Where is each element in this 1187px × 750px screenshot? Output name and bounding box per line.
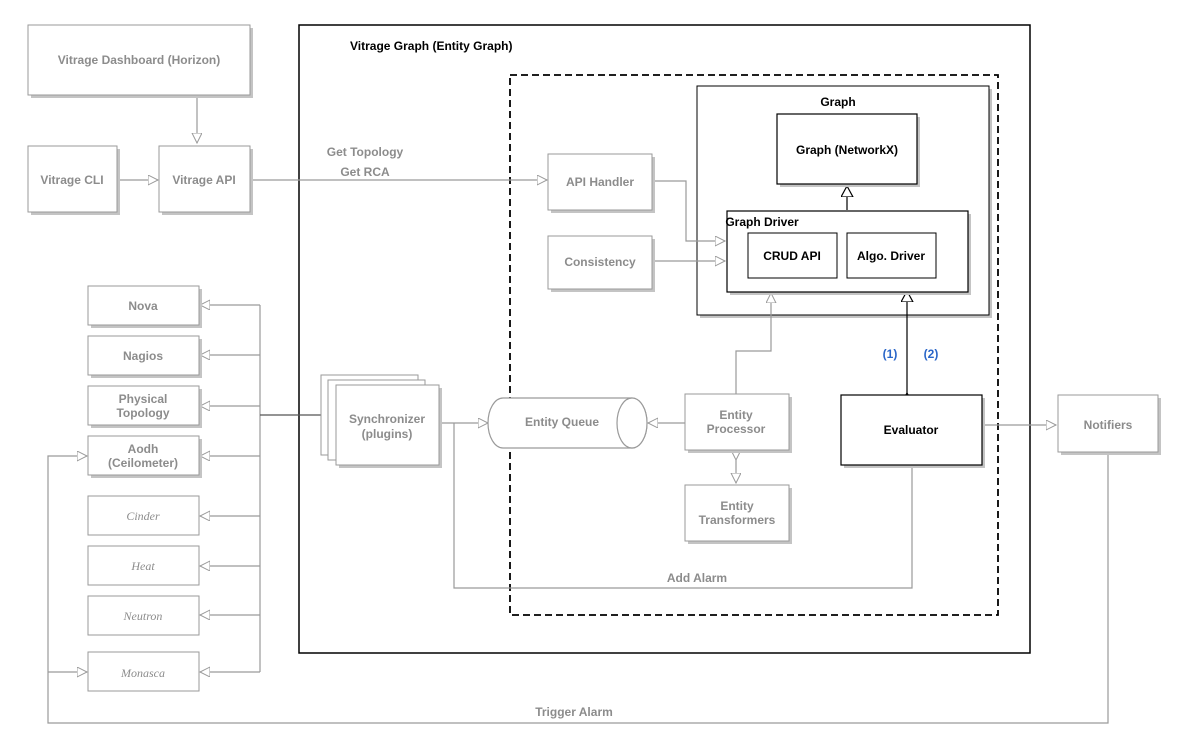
svg-text:(Ceilometer): (Ceilometer): [108, 456, 178, 470]
svg-text:Heat: Heat: [130, 559, 155, 573]
get-topology-label: Get Topology: [327, 145, 404, 159]
connector-apihandler-driver: [652, 180, 725, 241]
svg-text:Vitrage Dashboard (Horizon): Vitrage Dashboard (Horizon): [58, 53, 220, 67]
connector-trigger-alarm-aodh: [47, 455, 1109, 724]
vitrage-api-box: Vitrage API: [158, 145, 253, 215]
entity-queue-cylinder: Entity Queue: [487, 397, 648, 449]
notifiers-box: Notifiers: [1057, 394, 1161, 455]
crud-api-box: CRUD API: [747, 232, 838, 279]
algo-driver-box: Algo. Driver: [846, 232, 937, 279]
svg-text:Vitrage API: Vitrage API: [172, 173, 235, 187]
svg-text:Algo. Driver: Algo. Driver: [857, 249, 925, 263]
api-handler-box: API Handler: [547, 153, 655, 213]
svg-text:Cinder: Cinder: [126, 509, 160, 523]
svg-text:Graph (NetworkX): Graph (NetworkX): [796, 143, 898, 157]
datasource-nagios: Nagios: [87, 335, 202, 378]
entity-transformers-box: Entity Transformers: [684, 484, 792, 544]
entity-processor-box: Entity Processor: [684, 393, 792, 453]
datasource-monasca: Monasca: [87, 651, 200, 692]
svg-text:Synchronizer: Synchronizer: [349, 412, 425, 426]
datasource-neutron: Neutron: [87, 595, 200, 636]
vitrage-dashboard-box: Vitrage Dashboard (Horizon): [27, 24, 253, 98]
consistency-box: Consistency: [547, 235, 655, 292]
processor-dashed-boundary: [509, 74, 999, 616]
svg-text:CRUD API: CRUD API: [763, 249, 821, 263]
svg-text:Entity: Entity: [719, 408, 753, 422]
svg-text:Evaluator: Evaluator: [884, 423, 939, 437]
svg-text:Processor: Processor: [707, 422, 766, 436]
step-1-label: (1): [883, 347, 898, 361]
svg-text:(plugins): (plugins): [362, 427, 413, 441]
graph-title: Graph: [820, 95, 855, 109]
datasource-cinder: Cinder: [87, 495, 200, 536]
svg-text:Neutron: Neutron: [123, 609, 163, 623]
get-rca-label: Get RCA: [340, 165, 390, 179]
connectors: [47, 97, 1109, 724]
synchronizer-box: Synchronizer (plugins): [320, 374, 442, 468]
add-alarm-label: Add Alarm: [667, 571, 727, 585]
graph-driver-title: Graph Driver: [725, 215, 799, 229]
trigger-alarm-label: Trigger Alarm: [535, 705, 613, 719]
svg-text:Transformers: Transformers: [699, 513, 776, 527]
entity-graph-title: Vitrage Graph (Entity Graph): [350, 39, 512, 53]
svg-text:Nagios: Nagios: [123, 349, 163, 363]
svg-text:Aodh: Aodh: [128, 442, 159, 456]
graph-networkx-box: Graph (NetworkX): [776, 113, 920, 187]
svg-text:Consistency: Consistency: [564, 255, 636, 269]
datasource-physical-topology: Physical Topology: [87, 385, 202, 428]
evaluator-box: Evaluator: [840, 394, 985, 468]
svg-text:Topology: Topology: [116, 406, 169, 420]
datasource-aodh: Aodh (Ceilometer): [87, 435, 202, 478]
svg-text:Entity: Entity: [720, 499, 754, 513]
step-2-label: (2): [924, 347, 939, 361]
svg-text:Nova: Nova: [128, 299, 158, 313]
svg-text:Notifiers: Notifiers: [1084, 418, 1133, 432]
datasource-nova: Nova: [87, 285, 202, 328]
vitrage-cli-box: Vitrage CLI: [27, 145, 120, 215]
datasource-heat: Heat: [87, 545, 200, 586]
svg-text:Vitrage CLI: Vitrage CLI: [40, 173, 103, 187]
connector-processor-driver: [735, 293, 771, 394]
svg-text:API Handler: API Handler: [566, 175, 634, 189]
svg-text:Physical: Physical: [119, 392, 168, 406]
svg-text:Entity Queue: Entity Queue: [525, 415, 599, 429]
connector-add-alarm: [453, 423, 913, 589]
svg-text:Monasca: Monasca: [120, 666, 165, 680]
